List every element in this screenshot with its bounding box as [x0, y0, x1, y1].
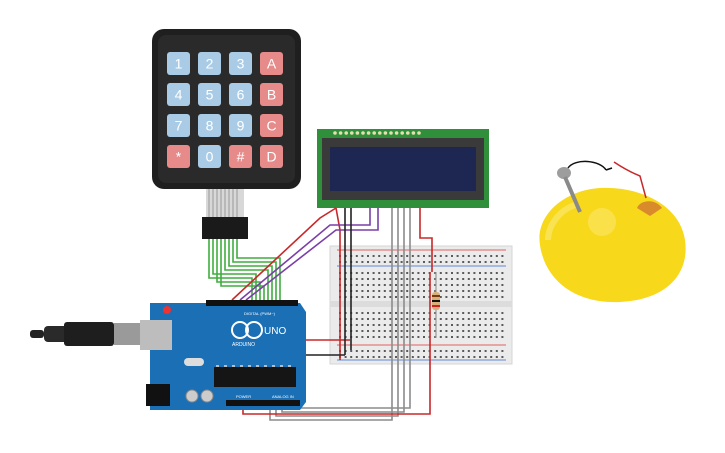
keypad-key-label: 8: [206, 118, 214, 134]
keypad-key[interactable]: A: [260, 52, 283, 75]
keypad-key[interactable]: 2: [198, 52, 221, 75]
brand-label: ARDUINO: [232, 342, 255, 348]
analog-label: ANALOG IN: [272, 394, 294, 399]
digital-label: DIGITAL (PWM~): [244, 311, 276, 316]
board-name: UNO: [264, 326, 286, 337]
keypad-key[interactable]: 4: [167, 83, 190, 106]
zinc-nail: [557, 167, 582, 213]
keypad-key-label: 6: [237, 87, 245, 103]
lcd-display[interactable]: [317, 129, 489, 208]
keypad-key-label: 3: [237, 56, 245, 72]
resistor[interactable]: [432, 272, 440, 338]
copper-electrode: [637, 201, 662, 216]
keypad-key[interactable]: B: [260, 83, 283, 106]
keypad-key[interactable]: 0: [198, 145, 221, 168]
keypad-key[interactable]: #: [229, 145, 252, 168]
keypad-key-label: 4: [175, 87, 183, 103]
keypad-key[interactable]: 3: [229, 52, 252, 75]
keypad-key-label: B: [267, 87, 276, 103]
keypad-key[interactable]: 9: [229, 114, 252, 137]
keypad-key-label: *: [176, 149, 182, 165]
keypad-keys: 1 2 3 A 4 5 6 B 7 8 9 C * 0 # D: [167, 52, 283, 168]
keypad[interactable]: 1 2 3 A 4 5 6 B 7 8 9 C * 0 # D: [152, 29, 301, 239]
keypad-key[interactable]: *: [167, 145, 190, 168]
keypad-connector: [202, 217, 248, 239]
keypad-key-label: 0: [206, 149, 214, 165]
reset-button[interactable]: [163, 306, 171, 314]
keypad-key-label: 1: [175, 56, 183, 72]
keypad-key[interactable]: 6: [229, 83, 252, 106]
keypad-key-label: A: [267, 56, 277, 72]
keypad-key[interactable]: 8: [198, 114, 221, 137]
usb-cable: [30, 322, 140, 346]
atmega-chip: [214, 367, 296, 387]
keypad-key-label: #: [237, 149, 245, 165]
arduino-uno[interactable]: UNO ARDUINO DIGITAL (PWM~) POWER ANALOG …: [140, 300, 306, 410]
keypad-key-label: 7: [175, 118, 183, 134]
usb-port: [140, 320, 172, 350]
power-jack: [146, 384, 170, 406]
keypad-key[interactable]: C: [260, 114, 283, 137]
analog-header: [226, 400, 300, 406]
keypad-key[interactable]: 5: [198, 83, 221, 106]
keypad-key-label: C: [266, 118, 276, 134]
keypad-key-label: 2: [206, 56, 214, 72]
lemon-battery[interactable]: [539, 160, 686, 303]
lcd-screen: [330, 147, 476, 191]
keypad-key[interactable]: 1: [167, 52, 190, 75]
digital-header: [206, 300, 298, 306]
keypad-key[interactable]: 7: [167, 114, 190, 137]
breadboard[interactable]: [329, 245, 513, 365]
arduino-logo: [231, 321, 263, 339]
power-label: POWER: [236, 394, 251, 399]
lcd-pins: [333, 131, 421, 135]
keypad-key-label: 9: [237, 118, 245, 134]
keypad-key-label: 5: [206, 87, 214, 103]
keypad-key[interactable]: D: [260, 145, 283, 168]
keypad-key-label: D: [266, 149, 276, 165]
